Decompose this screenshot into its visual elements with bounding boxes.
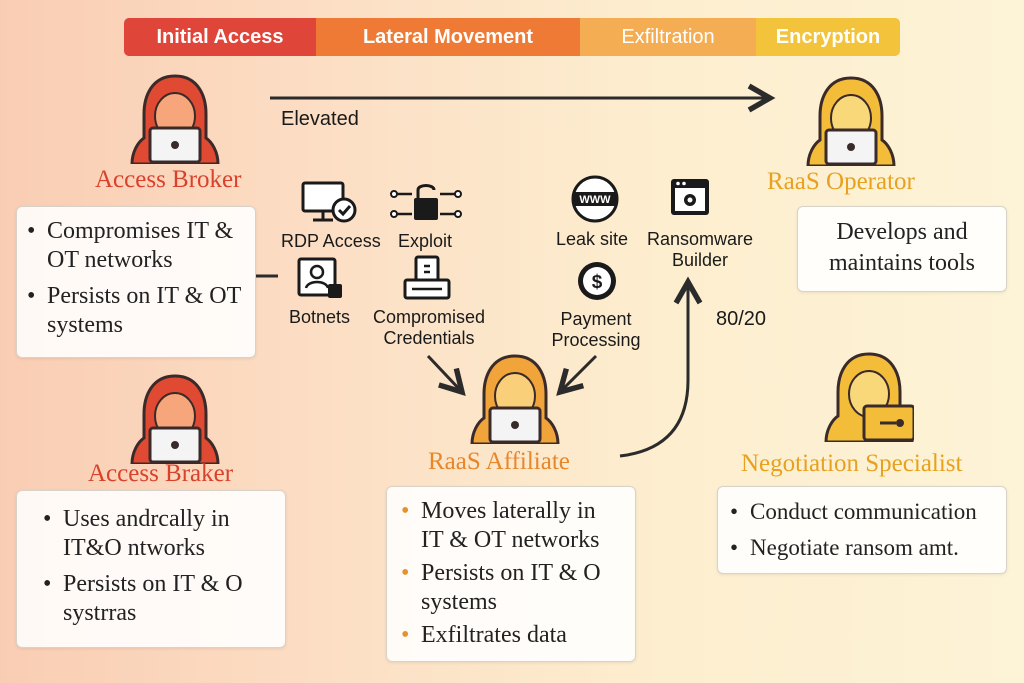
list-item: Negotiate ransom amt.	[728, 533, 996, 562]
access-braker-title: Access Braker	[88, 460, 234, 487]
payment-processing-label: Payment Processing	[546, 309, 646, 351]
gear-window-icon	[671, 179, 709, 215]
access-broker-title: Access Broker	[95, 166, 242, 193]
phase-bar: Initial Access Lateral Movement Exfiltra…	[124, 18, 900, 56]
globe-www-icon: WWW	[571, 175, 619, 223]
negotiation-specialist-list: Conduct communication Negotiate ransom a…	[728, 497, 996, 562]
dollar-icon-text: $	[592, 272, 603, 293]
monitor-check-icon	[301, 181, 357, 223]
exploit-label: Exploit	[398, 231, 453, 251]
elevated-label: Elevated	[281, 108, 359, 130]
raas-operator-title: RaaS Operator	[767, 168, 915, 195]
raas-operator-box: Develops and maintains tools	[797, 206, 1007, 292]
ransomware-builder-line-1: Ransomware	[646, 229, 754, 249]
www-icon-text: WWW	[579, 194, 611, 206]
hooded-hacker-icon	[470, 354, 560, 444]
payment-processing-line-2: Processing	[551, 330, 641, 350]
payment-processing-line-1: Payment	[560, 309, 632, 329]
phase-initial-access: Initial Access	[124, 18, 316, 56]
phase-encryption: Encryption	[756, 18, 900, 56]
dollar-gear-icon: $	[578, 262, 616, 300]
rdp-access-label: RDP Access	[281, 231, 381, 251]
compromised-credentials-line-1: Compromised	[372, 307, 486, 327]
access-broker-list: Compromises IT & OT networks Persists on…	[25, 217, 247, 340]
hooded-hacker-icon	[130, 74, 220, 164]
leak-site-label: Leak site	[556, 229, 629, 249]
list-item: Moves laterally in IT & OT networks	[399, 497, 623, 555]
hooded-hacker-icon	[824, 352, 914, 442]
ransomware-builder-label: Ransomware Builder	[646, 229, 754, 271]
compromised-credentials-line-2: Credentials	[383, 328, 475, 348]
builder-arrow	[619, 276, 703, 458]
credentials-arrow	[426, 354, 466, 396]
list-item: Uses andrcally in IT&O ntworks	[41, 505, 253, 563]
id-badge-icon	[297, 257, 342, 298]
payment-arrow	[556, 354, 598, 396]
phase-exfiltration: Exfiltration	[580, 18, 756, 56]
raas-affiliate-box: Moves laterally in IT & OT networks Pers…	[386, 486, 636, 662]
negotiation-specialist-box: Conduct communication Negotiate ransom a…	[717, 486, 1007, 574]
hooded-hacker-icon	[806, 76, 896, 166]
list-item: Persists on IT & OT systems	[25, 282, 247, 340]
list-item: Persists on IT & O systems	[399, 559, 623, 617]
access-broker-box: Compromises IT & OT networks Persists on…	[16, 206, 256, 358]
list-item: Conduct communication	[728, 497, 996, 526]
split-label: 80/20	[716, 308, 767, 330]
phase-lateral-movement: Lateral Movement	[316, 18, 580, 56]
list-item: Persists on IT & O systrras	[41, 570, 253, 628]
ransomware-builder-line-2: Builder	[671, 250, 729, 270]
list-item: Compromises IT & OT networks	[25, 217, 247, 275]
compromised-credentials-label: Compromised Credentials	[368, 307, 490, 349]
unlocked-padlock-circuit-icon	[390, 184, 462, 220]
list-item: Exfiltrates data	[399, 621, 623, 650]
raas-operator-description: Develops and maintains tools	[829, 219, 975, 276]
negotiation-specialist-title: Negotiation Specialist	[741, 450, 963, 477]
hooded-hacker-icon	[130, 374, 220, 464]
raas-affiliate-title: RaaS Affiliate	[428, 448, 570, 475]
credential-card-icon	[403, 255, 451, 300]
raas-affiliate-list: Moves laterally in IT & OT networks Pers…	[399, 497, 623, 650]
access-braker-box: Uses andrcally in IT&O ntworks Persists …	[16, 490, 286, 648]
botnets-label: Botnets	[289, 307, 351, 327]
access-braker-list: Uses andrcally in IT&O ntworks Persists …	[41, 505, 261, 628]
